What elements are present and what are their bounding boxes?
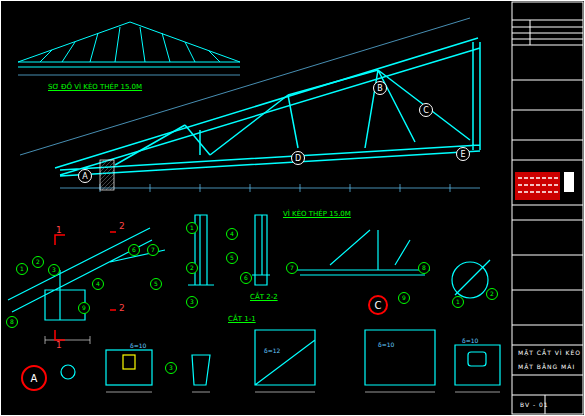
callout-number: 5 xyxy=(150,278,162,290)
sheet-title: MẶT BẰNG MÁI xyxy=(518,364,575,370)
callout-number: 3 xyxy=(48,264,60,276)
plate-thickness: δ=10 xyxy=(130,343,146,349)
callout-number: 5 xyxy=(226,252,238,264)
detail-callout: C xyxy=(419,103,433,117)
callout-letter: D xyxy=(295,154,301,163)
detail-callout: B xyxy=(373,81,387,95)
callout-number: 4 xyxy=(92,278,104,290)
detail-callout: D xyxy=(291,151,305,165)
callout-number: 7 xyxy=(147,244,159,256)
plate-thickness: δ=10 xyxy=(378,342,394,348)
callout-number: 9 xyxy=(398,292,410,304)
drawing-title: SƠ ĐỒ VÌ KÈO THÉP 15.0M xyxy=(48,84,142,91)
callout-number: 1 xyxy=(186,222,198,234)
callout-number: 6 xyxy=(240,272,252,284)
section-mark: 1 xyxy=(56,226,62,235)
callout-number: 1 xyxy=(16,263,28,275)
plate-thickness: δ=10 xyxy=(462,338,478,344)
section-mark: 2 xyxy=(119,304,125,313)
detail-callout: E xyxy=(456,147,470,161)
callout-number: 8 xyxy=(6,316,18,328)
callout-number: 2 xyxy=(486,288,498,300)
callout-number: 4 xyxy=(226,228,238,240)
sheet-number: BV - 01 xyxy=(520,402,549,408)
callout-number: 6 xyxy=(128,244,140,256)
callout-number: 3 xyxy=(165,362,177,374)
callout-number: 9 xyxy=(78,302,90,314)
drawing-title: VÌ KÈO THÉP 15.0M xyxy=(283,211,351,218)
callout-letter: A xyxy=(82,172,87,181)
callout-number: 7 xyxy=(286,262,298,274)
plate-thickness: δ=12 xyxy=(264,348,280,354)
section-mark: 2 xyxy=(119,222,125,231)
section-title: CẮT 2-2 xyxy=(250,294,278,301)
detail-callout: C xyxy=(368,295,388,315)
callout-letter: A xyxy=(31,373,38,384)
callout-letter: E xyxy=(460,150,465,159)
section-mark: 1 xyxy=(56,341,62,350)
callout-number: 3 xyxy=(186,296,198,308)
callout-letter: C xyxy=(423,106,429,115)
callout-number: 2 xyxy=(32,256,44,268)
callout-letter: B xyxy=(377,84,383,93)
detail-callout: A xyxy=(78,169,92,183)
callout-letter: C xyxy=(375,300,382,311)
section-title: CẮT 1-1 xyxy=(228,316,256,323)
sheet-title: MẶT CẮT VÌ KÈO xyxy=(518,350,581,356)
callout-number: 2 xyxy=(186,262,198,274)
callout-number: 8 xyxy=(418,262,430,274)
detail-callout: A xyxy=(21,365,47,391)
callout-number: 1 xyxy=(452,296,464,308)
